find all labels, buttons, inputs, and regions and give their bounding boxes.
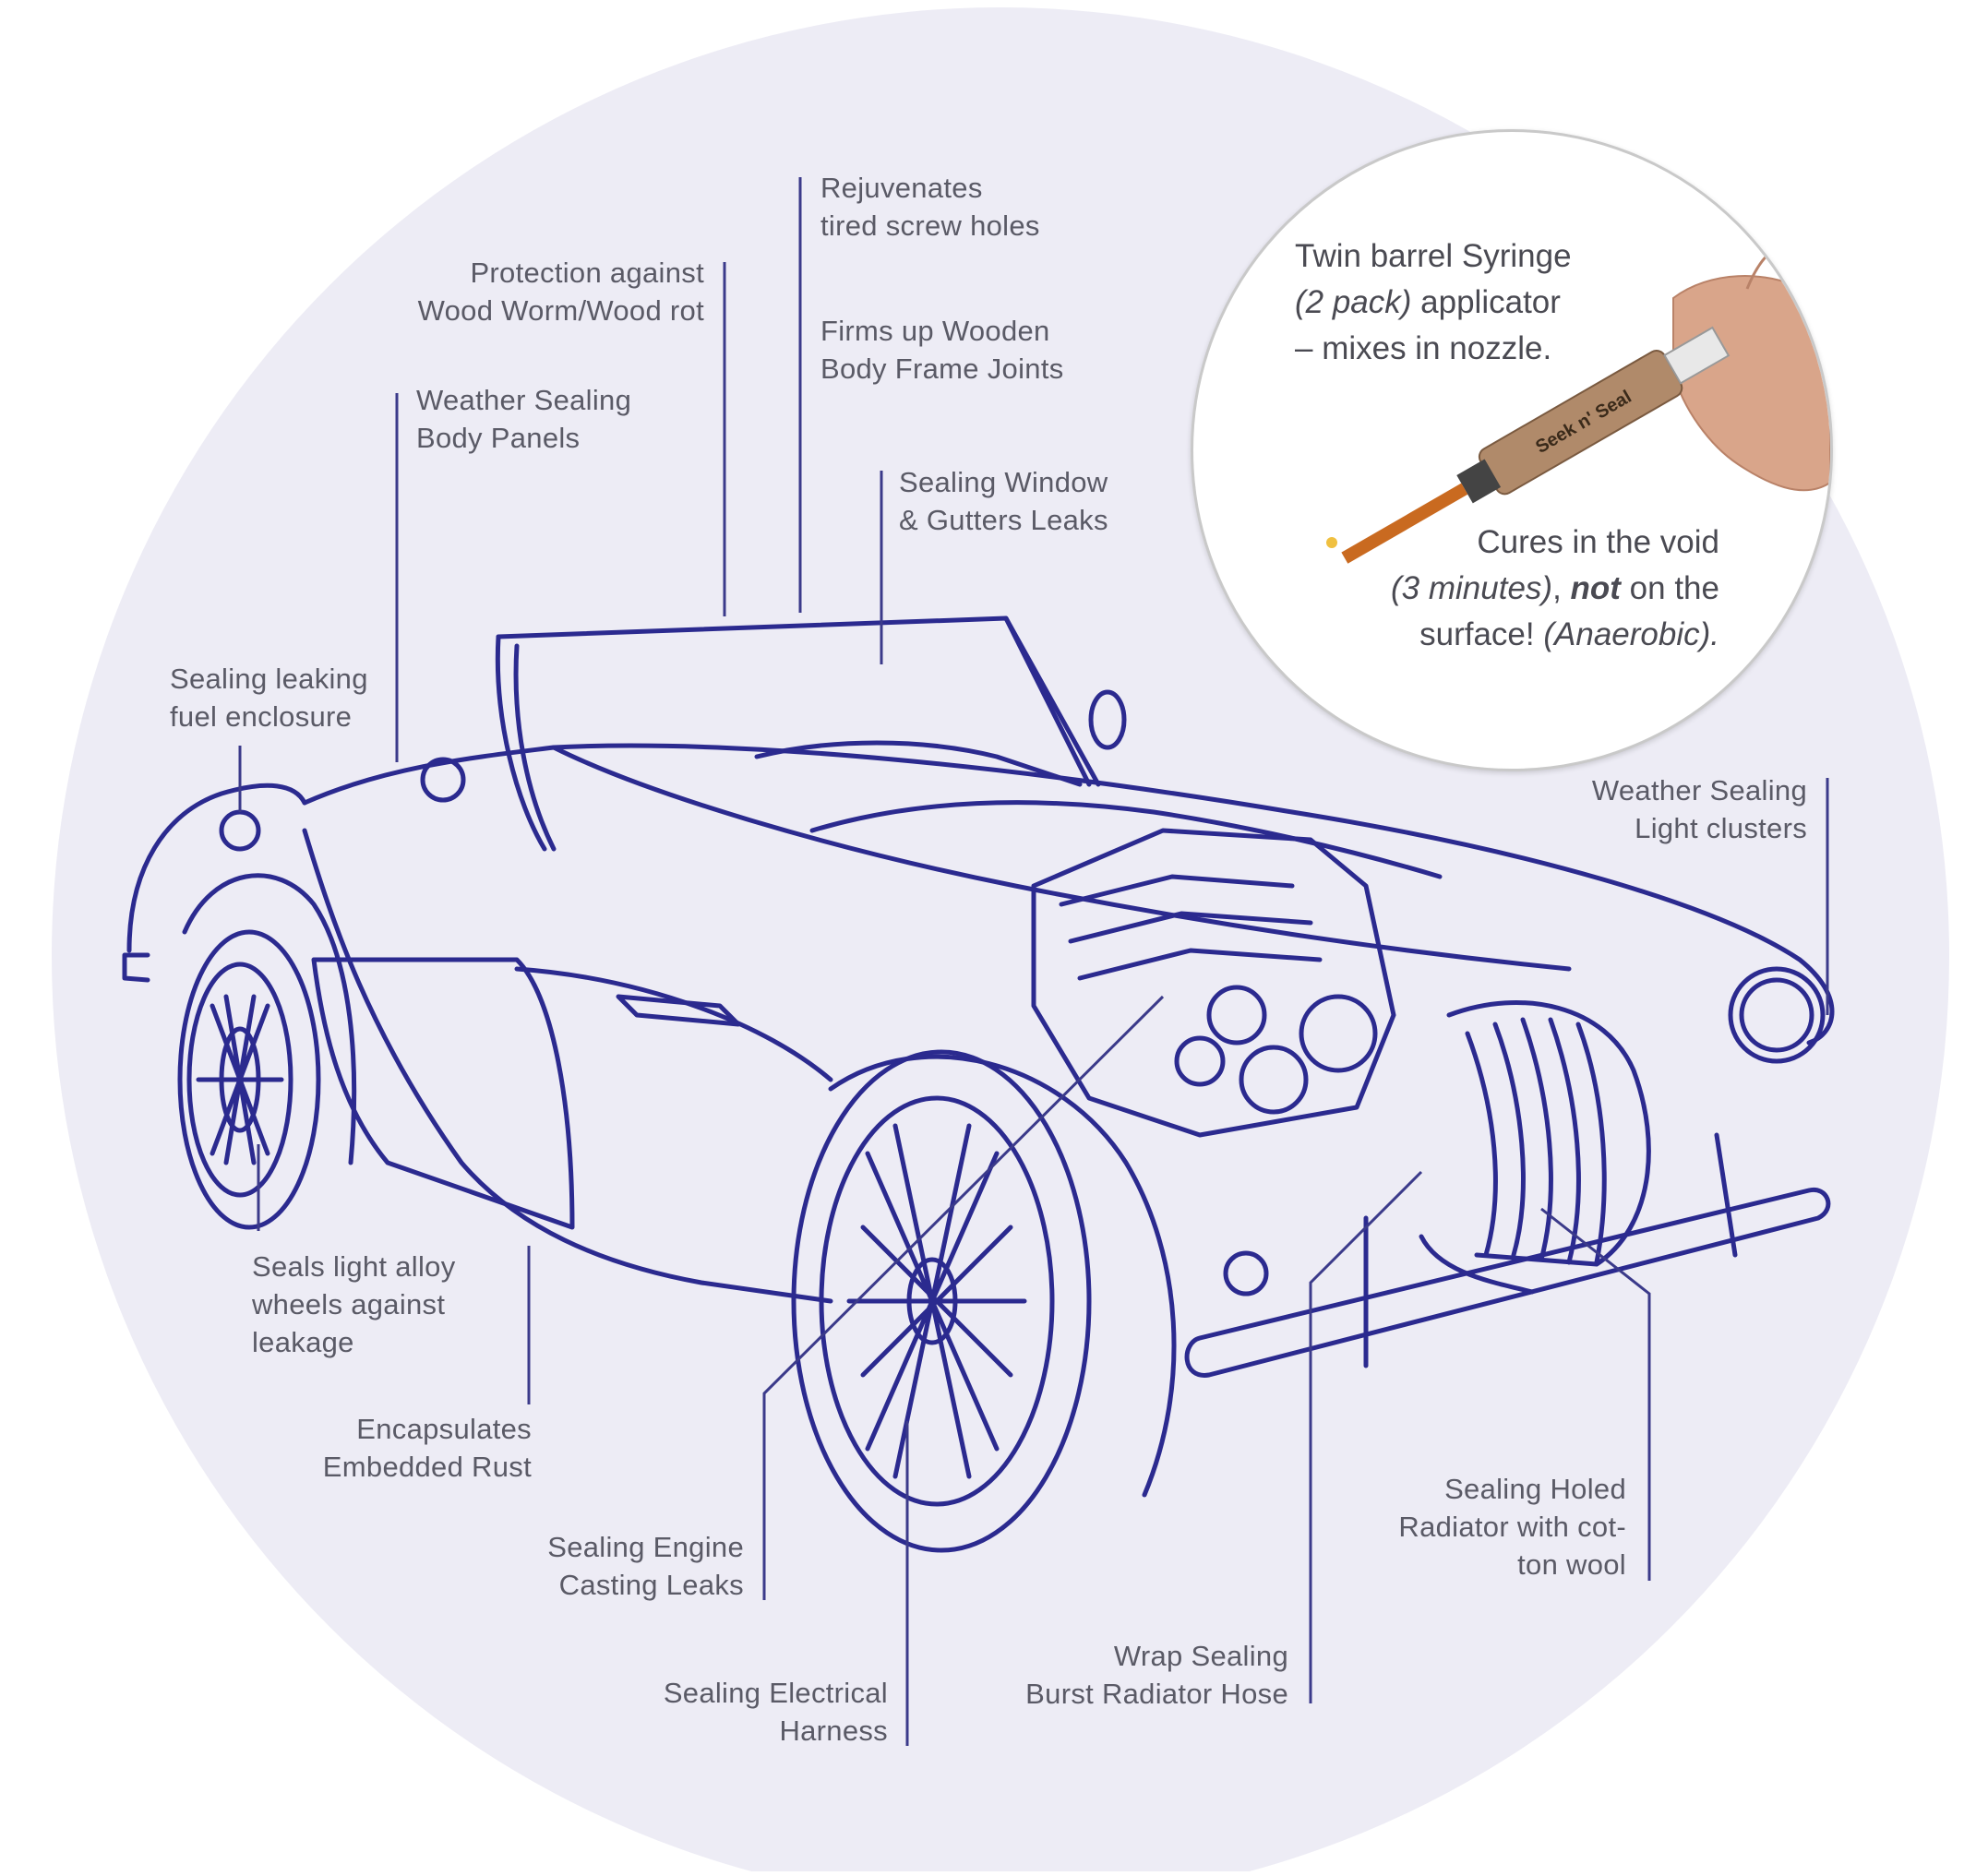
label-firms-up: Firms up Wooden Body Frame Joints	[820, 315, 1064, 385]
cures-caption: Cures in the void (3 minutes), not on th…	[1391, 524, 1719, 652]
label-window-gutters: Sealing Window & Gutters Leaks	[899, 466, 1108, 536]
label-holed-radiator: Sealing Holed Radiator with cot- ton woo…	[1398, 1473, 1626, 1581]
label-engine-casting: Sealing Engine Casting Leaks	[547, 1531, 744, 1601]
label-rejuvenates: Rejuvenates tired screw holes	[820, 172, 1040, 242]
leader-radiator	[1540, 1207, 1651, 1581]
leader-engine	[762, 995, 1165, 1600]
label-weather-body: Weather Sealing Body Panels	[416, 384, 632, 454]
car-outline	[122, 615, 1835, 1553]
syringe-illustration: Seek n' Seal	[1326, 242, 1830, 564]
label-electrical-harness: Sealing Electrical Harness	[663, 1677, 888, 1747]
label-radiator-hose: Wrap Sealing Burst Radiator Hose	[1025, 1640, 1288, 1710]
label-protection: Protection against Wood Worm/Wood rot	[417, 257, 704, 327]
label-embedded-rust: Encapsulates Embedded Rust	[322, 1413, 532, 1483]
label-light-clusters: Weather Sealing Light clusters	[1591, 774, 1807, 844]
leader-hose	[1309, 1170, 1423, 1703]
hand	[1672, 275, 1830, 492]
leader-lines	[238, 177, 1829, 1746]
syringe-caption: Twin barrel Syringe (2 pack) applicator …	[1295, 238, 1572, 366]
label-fuel-enclosure: Sealing leaking fuel enclosure	[170, 663, 368, 733]
syringe-inset: Seek n' Seal Twin barrel Syringe (2 pack…	[1191, 129, 1833, 771]
label-alloy-wheels: Seals light alloy wheels against leakage	[252, 1250, 456, 1358]
